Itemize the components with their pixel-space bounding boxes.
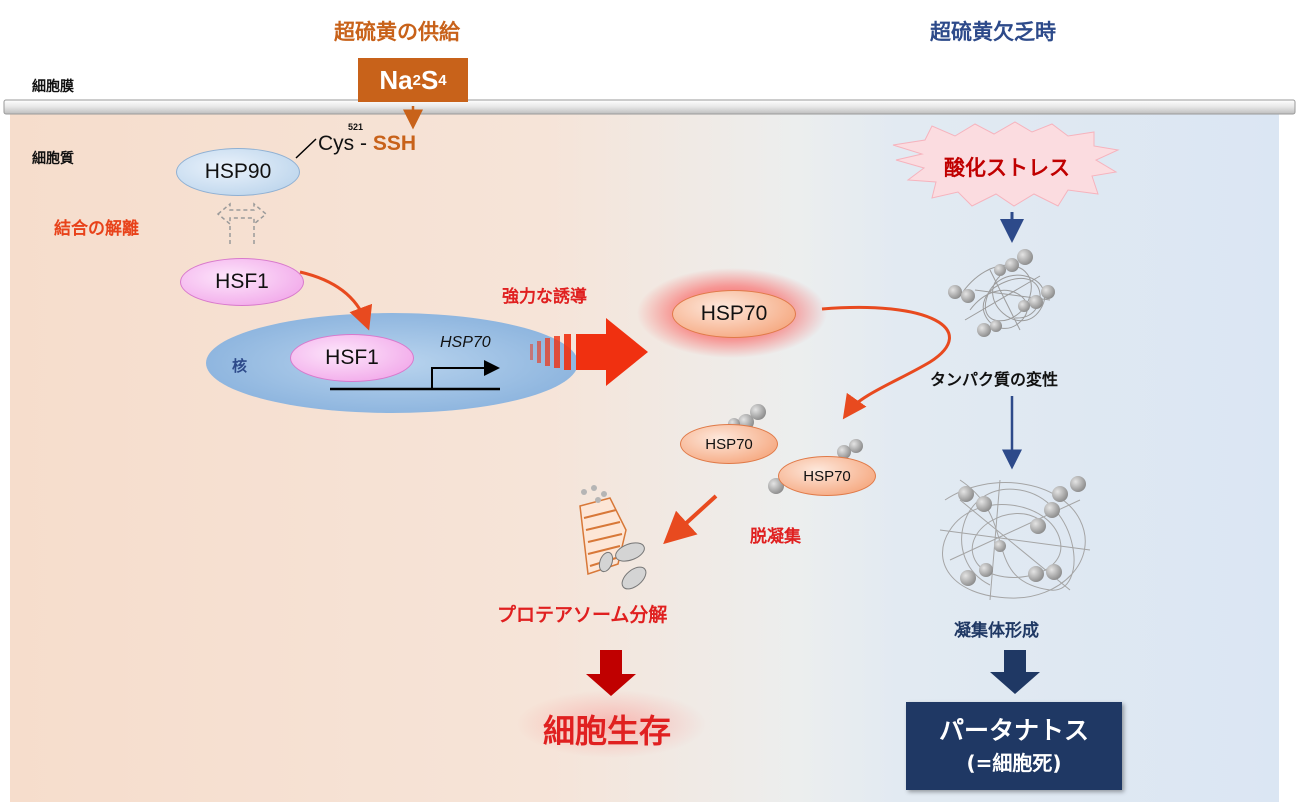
label-membrane: 細胞膜 bbox=[32, 79, 74, 95]
label-cytoplasm: 細胞質 bbox=[32, 151, 74, 167]
cys-dash: - bbox=[354, 132, 373, 155]
aggregate-icon bbox=[939, 476, 1091, 601]
ssh-label: SSH bbox=[372, 132, 417, 155]
label-disaggregation: 脱凝集 bbox=[750, 527, 801, 547]
label-oxidative-stress: 酸化ストレス bbox=[944, 156, 1070, 180]
na2s4-na: Na bbox=[379, 64, 413, 95]
hsp70-main-label: HSP70 bbox=[700, 302, 768, 325]
label-survival: 細胞生存 bbox=[543, 712, 672, 750]
na2s4-sub2: 4 bbox=[438, 71, 447, 89]
gene-hsp70-label: HSP70 bbox=[440, 334, 491, 351]
cys-ssh: Cys - SSH bbox=[318, 132, 416, 156]
cys-label: Cys bbox=[318, 132, 355, 155]
survival-glow bbox=[517, 690, 707, 758]
hsp90-node: HSP90 bbox=[176, 148, 300, 196]
hsp90-label: HSP90 bbox=[204, 160, 272, 183]
hsf1-nucleus-node: HSF1 bbox=[290, 334, 414, 382]
parthanatos-box: パータナトス (=細胞死) bbox=[906, 702, 1122, 790]
label-cell-death: (=細胞死) bbox=[966, 751, 1062, 775]
label-dissociation: 結合の解離 bbox=[54, 219, 139, 239]
label-proteasome: プロテアソーム分解 bbox=[497, 604, 668, 626]
denatured-protein-icon bbox=[948, 249, 1055, 337]
hsf1-nucleus-label: HSF1 bbox=[325, 346, 379, 369]
na2s4-s: S bbox=[420, 64, 439, 95]
induction-arrow bbox=[530, 318, 648, 386]
aggregate-to-death-arrow bbox=[990, 650, 1040, 694]
heading-persulfide-supply: 超硫黄の供給 bbox=[334, 20, 460, 44]
hsp70-chaperone-2-label: HSP70 bbox=[803, 467, 851, 485]
hsp70-main-node: HSP70 bbox=[672, 290, 796, 338]
label-aggregate-formation: 凝集体形成 bbox=[954, 621, 1039, 641]
label-nucleus: 核 bbox=[232, 357, 248, 375]
to-proteasome-arrow bbox=[663, 494, 718, 545]
oxidative-stress-burst bbox=[892, 121, 1120, 207]
label-strong-induction: 強力な誘導 bbox=[502, 287, 587, 307]
cys-number: 521 bbox=[348, 122, 364, 132]
hsp70-chaperone-2: HSP70 bbox=[778, 456, 876, 496]
hsf1-translocation-arrow bbox=[299, 270, 373, 331]
survival-arrow bbox=[586, 650, 636, 696]
proteasome-icon bbox=[579, 485, 647, 590]
hsp70-chaperone-1-label: HSP70 bbox=[705, 435, 753, 453]
hsp90-cys-bond bbox=[295, 138, 317, 159]
promoter-arrow bbox=[431, 360, 500, 389]
label-parthanatos: パータナトス bbox=[938, 716, 1089, 745]
hsp70-chaperone-1: HSP70 bbox=[680, 424, 778, 464]
dissociation-double-arrow bbox=[216, 202, 268, 244]
heading-persulfide-deficiency: 超硫黄欠乏時 bbox=[930, 20, 1056, 44]
hsp70-to-chaperone-arrow bbox=[821, 305, 951, 420]
label-denaturation: タンパク質の変性 bbox=[930, 370, 1059, 389]
hsf1-cytoplasm-label: HSF1 bbox=[215, 270, 269, 293]
na2s4-sub1: 2 bbox=[412, 71, 421, 89]
hsf1-cytoplasm-node: HSF1 bbox=[180, 258, 304, 306]
